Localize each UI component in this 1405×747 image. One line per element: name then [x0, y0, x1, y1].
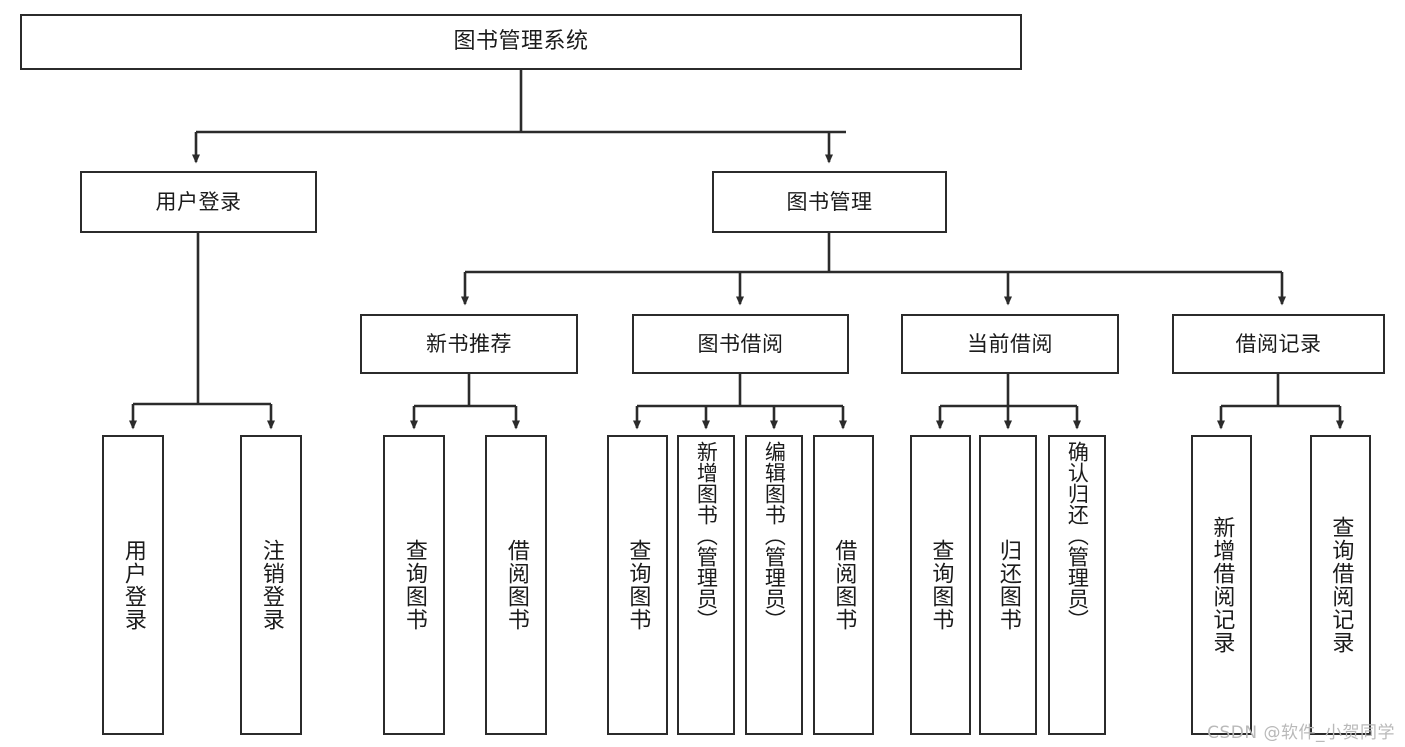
node-leaf-book-borrow-1-label: 查询图书 — [625, 539, 651, 631]
node-leaf-book-borrow-3[interactable]: 编辑图书（管理员） — [745, 435, 803, 735]
node-leaf-borrow-record-1[interactable]: 新增借阅记录 — [1191, 435, 1252, 735]
node-leaf-current-borrow-3[interactable]: 确认归还（管理员） — [1048, 435, 1106, 735]
node-current-borrow-label: 当前借阅 — [967, 331, 1053, 356]
node-leaf-book-borrow-2-label: 新增图书（管理员） — [694, 441, 719, 630]
node-root[interactable]: 图书管理系统 — [20, 14, 1022, 70]
node-borrow-record[interactable]: 借阅记录 — [1172, 314, 1385, 374]
node-borrow-record-label: 借阅记录 — [1235, 331, 1322, 356]
node-leaf-book-borrow-3-label: 编辑图书（管理员） — [762, 441, 787, 630]
node-new-book-rec[interactable]: 新书推荐 — [360, 314, 578, 374]
node-leaf-borrow-record-2[interactable]: 查询借阅记录 — [1310, 435, 1371, 735]
node-new-book-rec-label: 新书推荐 — [426, 331, 512, 356]
node-book-manage[interactable]: 图书管理 — [712, 171, 947, 233]
node-leaf-new-book-rec-1[interactable]: 查询图书 — [383, 435, 445, 735]
node-leaf-current-borrow-3-label: 确认归还（管理员） — [1065, 441, 1090, 630]
node-root-label: 图书管理系统 — [453, 29, 589, 55]
node-book-borrow-label: 图书借阅 — [697, 331, 784, 356]
node-leaf-user-login-1[interactable]: 用户登录 — [102, 435, 164, 735]
node-leaf-current-borrow-1-label: 查询图书 — [928, 539, 954, 631]
node-leaf-new-book-rec-2-label: 借阅图书 — [503, 539, 529, 631]
node-book-manage-label: 图书管理 — [786, 189, 873, 214]
node-leaf-current-borrow-2-label: 归还图书 — [995, 539, 1021, 631]
node-leaf-borrow-record-2-label: 查询借阅记录 — [1328, 516, 1354, 654]
node-book-borrow[interactable]: 图书借阅 — [632, 314, 849, 374]
node-leaf-book-borrow-4-label: 借阅图书 — [831, 539, 857, 631]
node-leaf-borrow-record-1-label: 新增借阅记录 — [1209, 516, 1235, 654]
node-leaf-new-book-rec-1-label: 查询图书 — [401, 539, 427, 631]
node-current-borrow[interactable]: 当前借阅 — [901, 314, 1119, 374]
watermark: CSDN @软件_小贺同学 — [1207, 723, 1395, 743]
node-leaf-book-borrow-4[interactable]: 借阅图书 — [813, 435, 874, 735]
node-leaf-user-login-2-label: 注销登录 — [258, 539, 284, 631]
node-leaf-new-book-rec-2[interactable]: 借阅图书 — [485, 435, 547, 735]
node-user-login-label: 用户登录 — [155, 189, 242, 214]
node-leaf-user-login-1-label: 用户登录 — [120, 539, 146, 631]
node-leaf-current-borrow-2[interactable]: 归还图书 — [979, 435, 1037, 735]
node-leaf-current-borrow-1[interactable]: 查询图书 — [910, 435, 971, 735]
node-leaf-book-borrow-2[interactable]: 新增图书（管理员） — [677, 435, 735, 735]
node-user-login[interactable]: 用户登录 — [80, 171, 317, 233]
node-leaf-book-borrow-1[interactable]: 查询图书 — [607, 435, 668, 735]
node-leaf-user-login-2[interactable]: 注销登录 — [240, 435, 302, 735]
